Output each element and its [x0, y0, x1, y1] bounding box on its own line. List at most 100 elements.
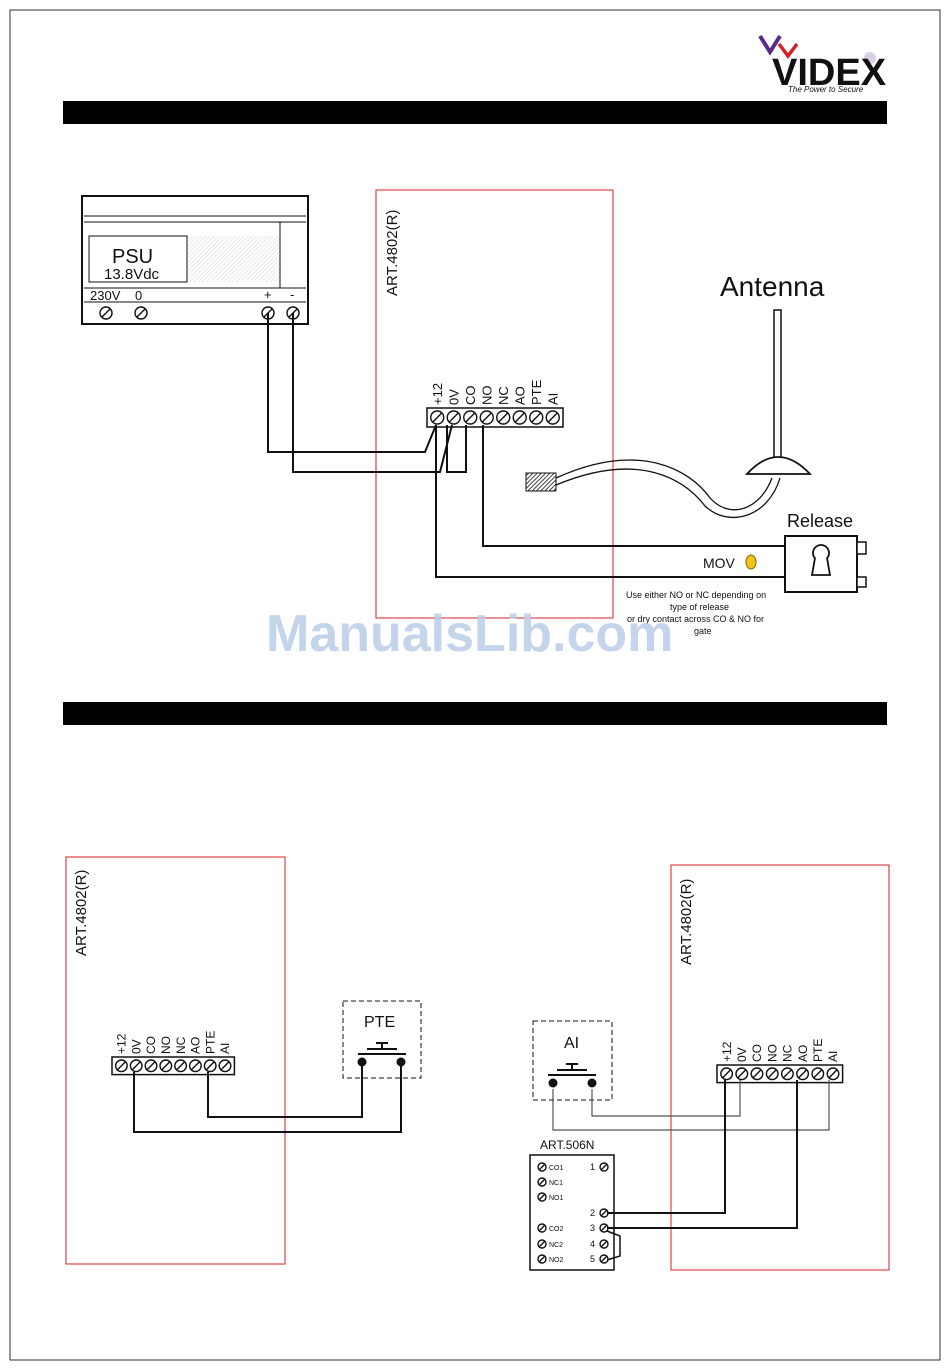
- relay-label-5: 5: [590, 1254, 595, 1264]
- section-header-bar-1: [63, 101, 887, 124]
- diagram-2-wires: [133, 1066, 402, 1133]
- relay-label-2: 2: [590, 1208, 595, 1218]
- terminal-label: PTE: [203, 1031, 217, 1054]
- psu-unit: PSU 13.8Vdc 230V 0 + -: [81, 195, 309, 325]
- relay-screw-3: [599, 1223, 609, 1233]
- terminal-label: NC: [496, 386, 511, 405]
- relay-screw-2: [599, 1208, 609, 1218]
- watermark: ManualsLib.com: [266, 605, 673, 663]
- relay-screw-1: [599, 1162, 609, 1172]
- module-3-label: ART.4802(R): [678, 879, 695, 965]
- mov-label: MOV: [703, 555, 736, 571]
- pte-button: PTE: [342, 1000, 422, 1079]
- videx-logo: VIDEX The Power to Secure: [758, 34, 887, 94]
- terminal-label: 0V: [735, 1047, 749, 1062]
- psu-screw-230v: [99, 306, 113, 320]
- terminal-label: PTE: [529, 379, 544, 405]
- logo-tagline: The Power to Secure: [788, 85, 864, 94]
- relay-label-nc2: NC2: [549, 1242, 563, 1249]
- note-line-2: type of release: [670, 602, 729, 612]
- antenna-label: Antenna: [720, 271, 825, 302]
- logo-wordmark: VIDEX: [772, 52, 887, 94]
- terminal-screw: [446, 410, 461, 425]
- terminal-screw: [796, 1067, 810, 1081]
- release-lock: Release: [784, 511, 867, 593]
- terminal-strip: [716, 1064, 844, 1084]
- terminal-label: NO: [479, 386, 494, 406]
- terminal-label: AO: [189, 1037, 203, 1054]
- terminal-screw: [720, 1067, 734, 1081]
- terminal-label: PTE: [811, 1039, 825, 1062]
- relay-label-3: 3: [590, 1223, 595, 1233]
- terminal-screw: [735, 1067, 749, 1081]
- page-border: [9, 9, 941, 1361]
- module-2-label: ART.4802(R): [73, 870, 90, 956]
- terminal-label: +12: [720, 1041, 734, 1062]
- diagram-3-wires: [552, 1080, 830, 1261]
- relay-screw-no1: [537, 1192, 547, 1202]
- relay-screw-co1: [537, 1162, 547, 1172]
- diagram-1-wires: [267, 313, 785, 578]
- terminal-screw: [463, 410, 478, 425]
- note-line-4: gate: [694, 626, 712, 636]
- psu-terminal-0: 0: [135, 288, 142, 303]
- terminal-screw: [545, 410, 560, 425]
- psu-voltage: 13.8Vdc: [104, 266, 160, 283]
- terminal-screw: [174, 1059, 188, 1073]
- section-header-bar-2: [63, 702, 887, 725]
- terminal-screw: [765, 1067, 779, 1081]
- terminal-label: NC: [174, 1036, 188, 1054]
- relay-right-terminals: 1 2 3 4 5: [590, 1162, 609, 1264]
- terminal-screw: [826, 1067, 840, 1081]
- antenna: Antenna: [525, 271, 825, 519]
- psu-title: PSU: [112, 246, 153, 268]
- terminal-label: CO: [463, 386, 478, 406]
- terminal-label: 0V: [129, 1039, 143, 1054]
- relay-screw-nc1: [537, 1177, 547, 1187]
- ai-button-label: AI: [564, 1035, 579, 1052]
- psu-terminal-plus: +: [264, 287, 272, 302]
- pte-button-label: PTE: [364, 1014, 395, 1031]
- terminal-screw: [750, 1067, 764, 1081]
- note-line-3: or dry contact across CO & NO for: [627, 614, 764, 624]
- relay-screw-no2: [537, 1254, 547, 1264]
- psu-screw-0: [134, 306, 148, 320]
- terminal-label: +12: [115, 1033, 129, 1054]
- terminal-screw: [811, 1067, 825, 1081]
- relay-title: ART.506N: [540, 1138, 594, 1152]
- terminal-screw: [203, 1059, 217, 1073]
- terminal-screw: [529, 410, 544, 425]
- note-line-1: Use either NO or NC depending on: [626, 590, 766, 600]
- relay-label-nc1: NC1: [549, 1180, 563, 1187]
- terminal-screw: [218, 1059, 232, 1073]
- relay-label-1: 1: [590, 1162, 595, 1172]
- terminal-screw: [479, 410, 494, 425]
- terminal-label: +12: [430, 383, 445, 405]
- module-1-label: ART.4802(R): [384, 210, 401, 296]
- module-3-outline: [670, 864, 890, 1271]
- relay-label-co1: CO1: [549, 1165, 564, 1172]
- terminal-label: AI: [545, 393, 560, 405]
- terminal-screw: [496, 410, 511, 425]
- terminal-strip: [426, 407, 564, 428]
- psu-terminal-minus: -: [290, 287, 294, 302]
- terminal-label: AI: [826, 1051, 840, 1062]
- relay-screw-5: [599, 1254, 609, 1264]
- terminal-label: NO: [765, 1044, 779, 1062]
- relay-screw-4: [599, 1239, 609, 1249]
- terminal-label: CO: [144, 1036, 158, 1054]
- terminal-label: AO: [796, 1045, 810, 1062]
- relay-screw-nc2: [537, 1239, 547, 1249]
- terminal-screw: [512, 410, 527, 425]
- relay-label-4: 4: [590, 1239, 595, 1249]
- terminal-screw: [188, 1059, 202, 1073]
- terminal-screw: [430, 410, 445, 425]
- release-label: Release: [787, 511, 853, 531]
- terminal-label: AO: [512, 386, 527, 405]
